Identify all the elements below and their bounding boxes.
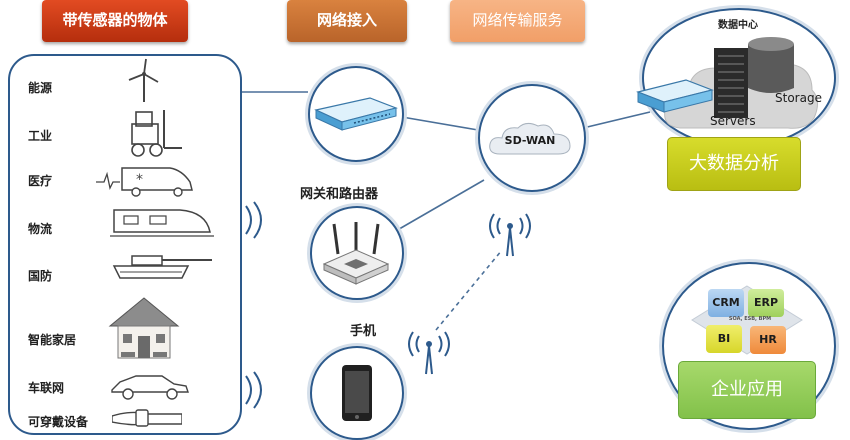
gateway-router-label: 网关和路由器 — [300, 187, 379, 202]
category-defense-label: 国防 — [28, 269, 53, 283]
transport-service-header: 网络传输服务 — [450, 0, 585, 42]
svg-text:*: * — [136, 172, 143, 188]
tank-icon — [112, 255, 212, 279]
cloud-icon — [489, 122, 571, 155]
category-logistics-label: 物流 — [28, 222, 53, 236]
link-router-sdwan — [393, 179, 485, 233]
wind-turbine-icon — [128, 58, 159, 102]
bi-tile: BI — [706, 325, 742, 353]
forklift-icon — [131, 110, 182, 157]
enterprise-apps-box: 企业应用 — [678, 361, 816, 419]
servers-label: Servers — [710, 114, 756, 128]
server-rack-icon — [714, 48, 748, 118]
big-data-analysis-box: 大数据分析 — [667, 137, 801, 191]
link-sdwan-datacenter — [582, 111, 651, 129]
car-icon — [111, 375, 189, 400]
sensor-things-panel — [8, 54, 242, 435]
category-vehicle-network-label: 车联网 — [28, 381, 65, 395]
train-icon — [110, 209, 214, 237]
router-icon — [322, 222, 390, 285]
phone-icon — [342, 365, 372, 421]
house-icon — [108, 297, 180, 359]
gateway-device-icon — [314, 97, 398, 131]
storage-label: Storage — [775, 91, 822, 105]
datacenter-title: 数据中心 — [718, 20, 758, 31]
antenna-tower-icon — [408, 331, 450, 375]
antenna-tower-icon — [489, 213, 531, 257]
category-smart-home-label: 智能家居 — [28, 333, 77, 347]
ambulance-icon: * — [96, 167, 193, 197]
hr-tile: HR — [750, 326, 786, 354]
network-access-header: 网络接入 — [287, 0, 407, 42]
category-medical-label: 医疗 — [28, 174, 53, 188]
phone-label: 手机 — [350, 324, 377, 339]
sensor-things-header: 带传感器的物体 — [42, 0, 188, 42]
soa-esb-bpm-label: SOA, ESB, BPM — [728, 316, 772, 322]
sdwan-label: SD-WAN — [504, 134, 556, 147]
link-gateway-sdwan — [401, 116, 479, 131]
wifi-waves-icon — [245, 201, 262, 239]
wifi-waves-icon — [245, 371, 262, 409]
category-industry-label: 工业 — [28, 129, 53, 143]
smartwatch-icon — [112, 409, 182, 427]
category-energy-label: 能源 — [28, 81, 53, 95]
storage-cylinder-icon — [748, 37, 794, 93]
erp-tile: ERP — [748, 289, 784, 317]
category-wearable-label: 可穿戴设备 — [28, 415, 89, 429]
crm-tile: CRM — [708, 289, 744, 317]
link-phone-tower-dashed — [435, 249, 503, 331]
datacenter-gateway-icon — [636, 79, 714, 113]
